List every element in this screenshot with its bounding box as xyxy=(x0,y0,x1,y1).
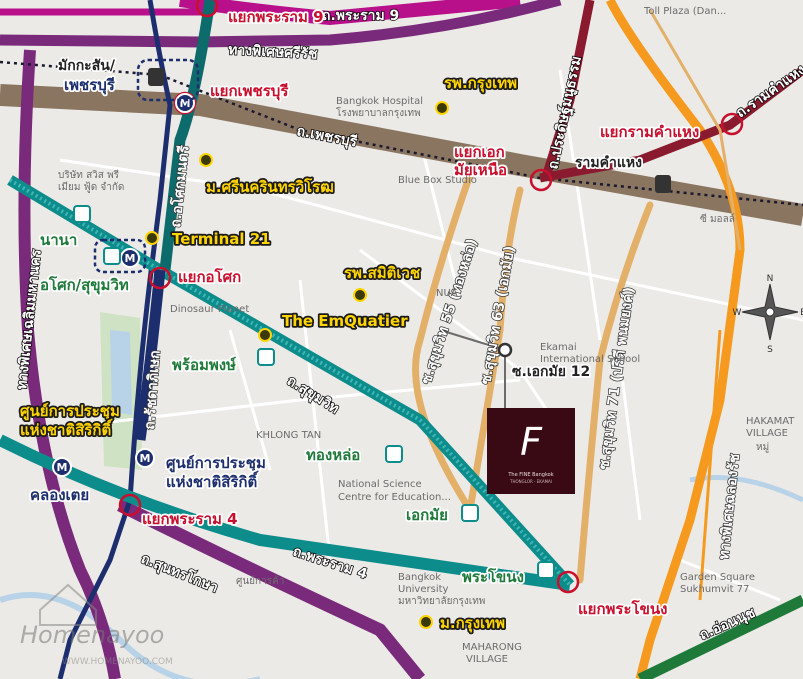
base-swt-1: บริษัท สวิส พรี xyxy=(58,169,120,181)
chalong-rat-expressway xyxy=(698,329,722,601)
asok-montri-road xyxy=(159,0,216,271)
station-nana: นานา xyxy=(40,231,77,249)
base-blue-box: Blue Box Studio xyxy=(398,175,477,186)
train-icon xyxy=(148,68,671,193)
base-bu-1: Bangkok xyxy=(398,572,441,583)
project-marker-box[interactable] xyxy=(487,408,575,494)
base-nsc-2: Centre for Education... xyxy=(338,492,451,503)
watermark-brand: Homenayoo xyxy=(20,621,164,649)
landmark-emquartier: The EmQuatier xyxy=(282,312,408,330)
base-swt-2: เมียม ฟู้ด จำกัด xyxy=(58,181,124,193)
si-rat-expressway xyxy=(0,0,562,48)
mrt-icon-phetchaburi: M xyxy=(180,97,191,110)
pond xyxy=(110,330,132,415)
base-garden-1: Garden Square xyxy=(680,572,755,583)
landmark-qsncc-1: ศูนย์การประชุม xyxy=(20,402,120,421)
base-mahargong-1: MAHARONG xyxy=(462,642,522,653)
intersection-phra-khanong: แยกพระโขนง xyxy=(578,599,667,618)
airport-rail-link xyxy=(0,60,803,207)
base-ekamai-school-2: International School xyxy=(540,354,640,365)
landmark-samitivej: รพ.สมิติเวช xyxy=(344,264,420,282)
base-ekamai-school-1: Ekamai xyxy=(540,342,577,353)
landmark-qsncc-2: แห่งชาติสิริกิติ์ xyxy=(20,418,113,439)
svg-text:E: E xyxy=(800,308,803,318)
rama9-road xyxy=(178,0,521,26)
intersection-ekamai-nuea-2: มัยเหนือ xyxy=(454,161,507,179)
svg-text:W: W xyxy=(733,308,742,318)
intersection-phetchaburi: แยกเพชรบุรี xyxy=(210,82,289,101)
station-phra-khanong: พระโขนง xyxy=(462,567,524,586)
project-name: The FINE Bangkok xyxy=(507,472,553,478)
bts-station-markers xyxy=(73,205,555,579)
mrt-icon-khlongtoei: M xyxy=(57,461,68,474)
ratchadaphisek-road xyxy=(134,269,166,441)
station-phetchaburi: เพชรบุรี xyxy=(64,76,116,95)
landmark-pins xyxy=(145,101,449,629)
base-hakamat-2: VILLAGE xyxy=(746,428,788,439)
base-nsc-1: National Science xyxy=(338,479,422,490)
base-dinosaur: Dinosaur Planet xyxy=(170,304,249,315)
sunthorn-kosa-road xyxy=(117,499,426,679)
base-klongton-mall: ศูนย์การค้า xyxy=(236,575,284,587)
rama4-road xyxy=(0,434,571,591)
project-logo: F xyxy=(520,420,543,464)
svg-text:N: N xyxy=(767,274,774,284)
station-thonglo: ทองหล่อ xyxy=(306,446,360,464)
station-khlong-toei: คลองเตย xyxy=(30,486,89,504)
station-asok-sukhumvit: อโศก/สุขุมวิท xyxy=(40,275,129,295)
base-garden-2: Sukhumvit 77 xyxy=(680,584,749,595)
road-rama9: ถ.พระราม 9 xyxy=(322,8,399,24)
landmark-bangkok-univ: ม.กรุงเทพ xyxy=(440,614,505,633)
station-phrom-phong: พร้อมพงษ์ xyxy=(172,356,236,374)
intersection-asok: แยกอโศก xyxy=(178,267,241,286)
mrt-icon-qsncc: M xyxy=(140,452,151,465)
soi-ekkamai12-pin xyxy=(497,342,513,358)
pracha-uthit-tan xyxy=(648,9,742,251)
canal xyxy=(0,592,260,679)
road-ratchadaphisek: ถ.รัชดาภิเษก xyxy=(142,350,164,430)
mrt-blue-line xyxy=(57,0,173,679)
on-nut-road xyxy=(637,595,803,679)
intersection-rama9: แยกพระราม 9 xyxy=(228,8,324,26)
station-ekkamai: เอกมัย xyxy=(406,506,448,524)
mrt-icon-sukhumvit: M xyxy=(125,252,136,265)
base-nua: NUA xyxy=(436,288,458,299)
chaloem-mahanakhon xyxy=(18,49,121,679)
landmark-swu: ม.ศรีนครินทรวิโรฒ xyxy=(206,177,334,196)
toll-plaza-label: Toll Plaza (Dan... xyxy=(643,6,726,17)
landmark-soi-ekkamai12: ซ.เอกมัย 12 xyxy=(512,364,590,380)
road-si-rat: ทางพิเศษศรีรัช xyxy=(228,42,319,63)
station-qsncc-2: แห่งชาติสิริกิติ์ xyxy=(166,470,259,491)
base-hakamat-1: HAKAMAT xyxy=(746,416,795,427)
landmark-bangkok-hospital-en: Bangkok Hospital xyxy=(336,96,423,107)
compass-icon: N E S W xyxy=(733,274,803,355)
landmark-terminal21: Terminal 21 xyxy=(172,230,271,248)
project-sub: THONGLOR - EKAMAI xyxy=(509,479,552,484)
airport-link-vertical xyxy=(540,0,595,182)
base-hakamat-th: หมู่ xyxy=(756,442,769,453)
watermark-url: WWW.HOMENAYOO.COM xyxy=(62,657,173,667)
station-qsncc-1: ศูนย์การประชุม xyxy=(166,454,266,473)
base-bu-2: University xyxy=(398,584,449,595)
homenayoo-logo: Homenayoo WWW.HOMENAYOO.COM xyxy=(20,583,173,667)
station-makkasan: มักกะสัน/ xyxy=(58,58,116,74)
intersection-rama4: แยกพระราม 4 xyxy=(142,510,238,528)
base-mall: ซี มอลล์ xyxy=(700,213,735,225)
ramkhamhaeng-road xyxy=(539,66,803,183)
interchange-box-makkasan xyxy=(136,58,200,102)
svg-text:S: S xyxy=(767,345,773,355)
station-ramkhamhaeng: รามคำแหง xyxy=(575,155,642,171)
soi-roads xyxy=(412,171,654,584)
minor-roads xyxy=(39,69,803,602)
landmark-bangkok-hospital-th2: โรงพยาบาลกรุงเทพ xyxy=(336,106,421,119)
base-mahargong-2: VILLAGE xyxy=(466,654,508,665)
interchange-box-asok xyxy=(93,238,147,274)
base-bu-th: มหาวิทยาลัยกรุงเทพ xyxy=(398,596,485,607)
bts-inner xyxy=(8,178,572,587)
intersection-ekamai-nuea-1: แยกเอก xyxy=(454,143,505,161)
base-khlong-tan: KHLONG TAN xyxy=(256,430,321,441)
intersection-ramkhamhaeng: แยกรามคำแหง xyxy=(600,123,699,141)
landmark-bangkok-hospital: รพ.กรุงเทพ xyxy=(444,74,517,93)
